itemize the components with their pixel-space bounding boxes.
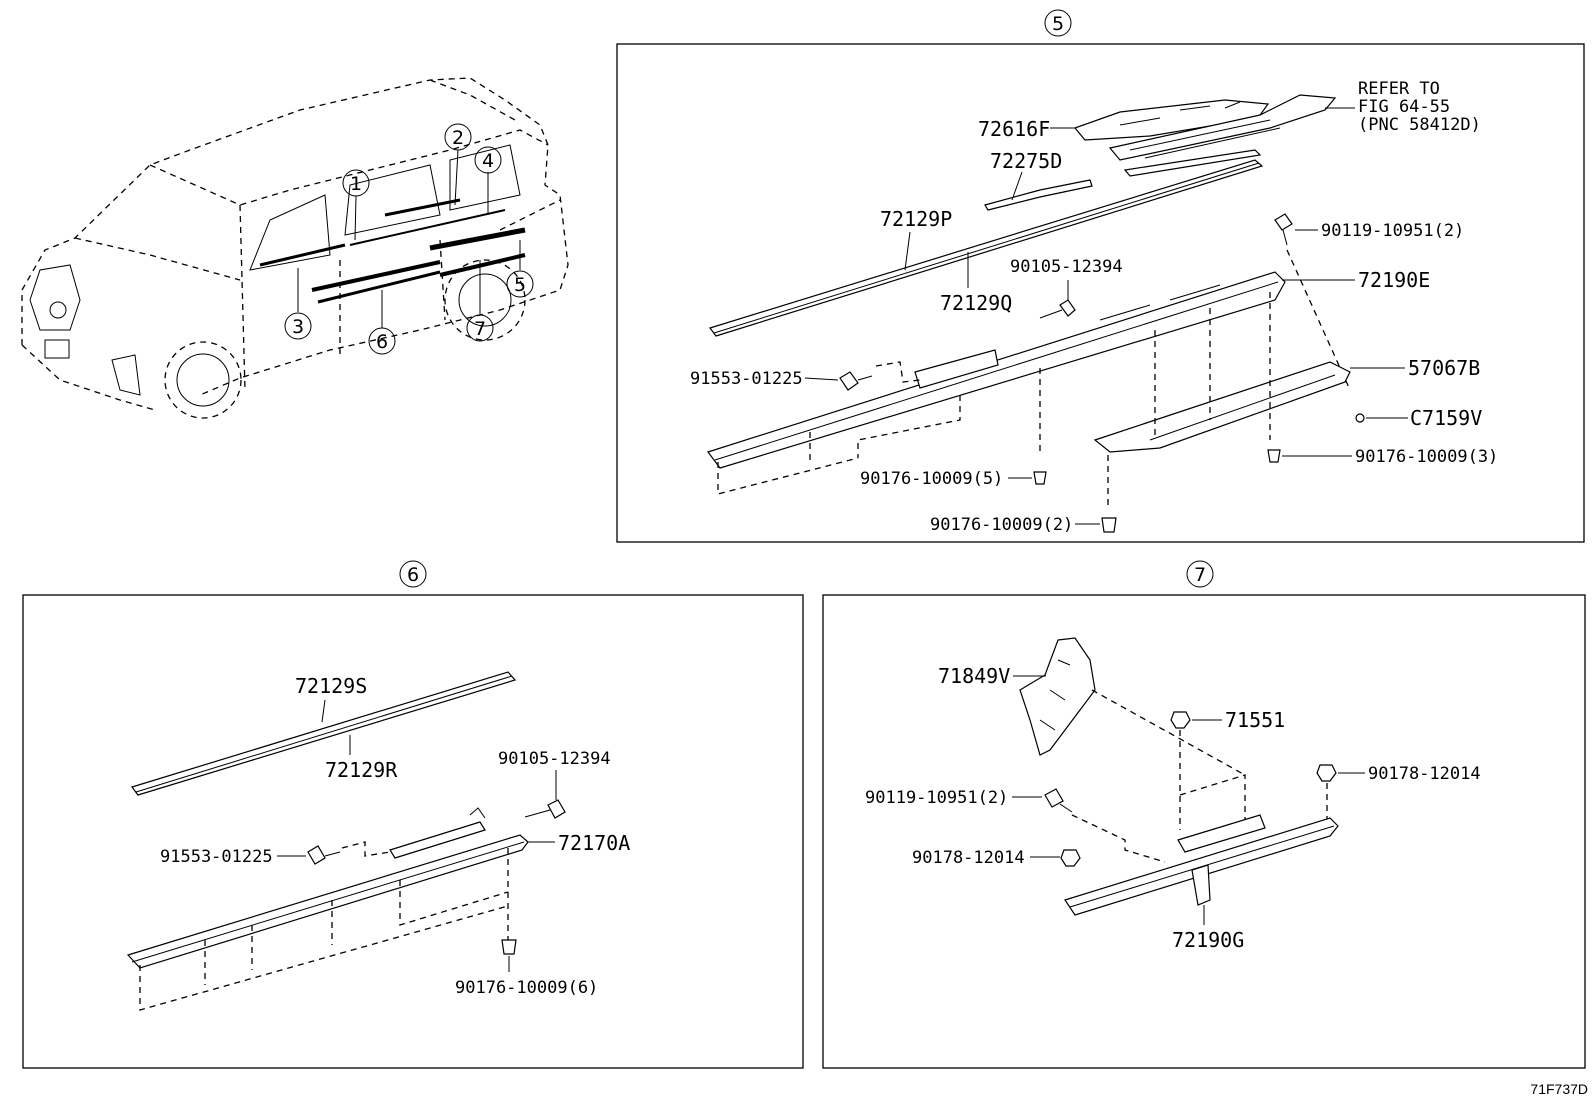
callout-6 bbox=[368, 327, 396, 355]
panel-6-callout bbox=[399, 560, 427, 588]
panel-7-title: 7 bbox=[1194, 564, 1206, 586]
callout-7-label: 7 bbox=[474, 318, 486, 340]
panel-7-frame bbox=[822, 594, 1586, 1069]
label-72616F: 72616F bbox=[978, 117, 1050, 141]
bracket-71849V-shape bbox=[1019, 637, 1096, 756]
panel-7: 7 71849V 71551 90178-12014 90119-10951(2… bbox=[822, 560, 1586, 1069]
label-90105-12394-p6: 90105-12394 bbox=[498, 749, 611, 769]
label-72129S: 72129S bbox=[295, 674, 367, 698]
label-71551: 71551 bbox=[1225, 708, 1285, 732]
label-72170A: 72170A bbox=[558, 831, 630, 855]
panel-6-frame bbox=[22, 594, 804, 1069]
label-91553-01225-p6: 91553-01225 bbox=[160, 847, 273, 867]
callout-4 bbox=[474, 146, 502, 174]
panel-7-callout bbox=[1186, 560, 1214, 588]
clip-72275D-shape bbox=[984, 179, 1093, 211]
label-72190G: 72190G bbox=[1172, 928, 1244, 952]
refer-to-line-3: (PNC 58412D) bbox=[1358, 115, 1481, 135]
panel-6-title: 6 bbox=[407, 564, 419, 586]
callout-5 bbox=[506, 270, 534, 298]
callout-7 bbox=[466, 314, 494, 342]
label-C7159V: C7159V bbox=[1410, 406, 1482, 430]
label-71849V: 71849V bbox=[938, 664, 1010, 688]
refer-to-line-1: REFER TO bbox=[1358, 79, 1440, 99]
callout-2-label: 2 bbox=[452, 127, 464, 149]
callout-5-label: 5 bbox=[514, 274, 526, 296]
panel-5: 5 72616F REFER TO FIG 64-55 (PNC 58412D)… bbox=[616, 9, 1585, 543]
label-90105-12394-p5: 90105-12394 bbox=[1010, 257, 1123, 277]
panel-5-title: 5 bbox=[1052, 13, 1064, 35]
panel-5-callout bbox=[1044, 9, 1072, 37]
bracket-57067B-shape bbox=[1093, 361, 1351, 453]
callout-6-label: 6 bbox=[376, 331, 388, 353]
label-90178-12014-right: 90178-12014 bbox=[1368, 764, 1481, 784]
figure-code: 71F737D bbox=[1530, 1081, 1588, 1097]
label-90176-10009-5: 90176-10009(5) bbox=[860, 469, 1003, 489]
label-57067B: 57067B bbox=[1408, 356, 1480, 380]
vehicle-overview: 1 2 4 3 6 7 5 bbox=[21, 77, 569, 419]
label-90176-10009-3: 90176-10009(3) bbox=[1355, 447, 1498, 467]
label-72129R: 72129R bbox=[325, 758, 398, 782]
label-90176-10009-2: 90176-10009(2) bbox=[930, 515, 1073, 535]
callout-3 bbox=[284, 312, 312, 340]
label-72129P: 72129P bbox=[880, 207, 952, 231]
panel-5-frame bbox=[616, 43, 1585, 543]
callout-4-label: 4 bbox=[482, 150, 494, 172]
label-72129Q: 72129Q bbox=[940, 291, 1012, 315]
label-90176-10009-6: 90176-10009(6) bbox=[455, 978, 598, 998]
panel-6: 6 72129S 72129R 90105-12394 91553-01225 … bbox=[22, 560, 804, 1069]
label-72275D: 72275D bbox=[990, 149, 1062, 173]
moulding-72129S-shape bbox=[131, 671, 517, 796]
label-90178-12014-left: 90178-12014 bbox=[912, 848, 1025, 868]
label-90119-10951-p7: 90119-10951(2) bbox=[865, 788, 1008, 808]
callout-2 bbox=[444, 123, 472, 151]
refer-to-line-2: FIG 64-55 bbox=[1358, 97, 1450, 117]
label-90119-10951-p5: 90119-10951(2) bbox=[1321, 221, 1464, 241]
garnish-72616F-shape bbox=[1073, 99, 1270, 141]
callout-3-label: 3 bbox=[292, 316, 304, 338]
callout-1 bbox=[342, 169, 370, 197]
label-91553-01225-p5: 91553-01225 bbox=[690, 369, 803, 389]
label-72190E: 72190E bbox=[1358, 268, 1430, 292]
callout-1-label: 1 bbox=[350, 173, 362, 195]
